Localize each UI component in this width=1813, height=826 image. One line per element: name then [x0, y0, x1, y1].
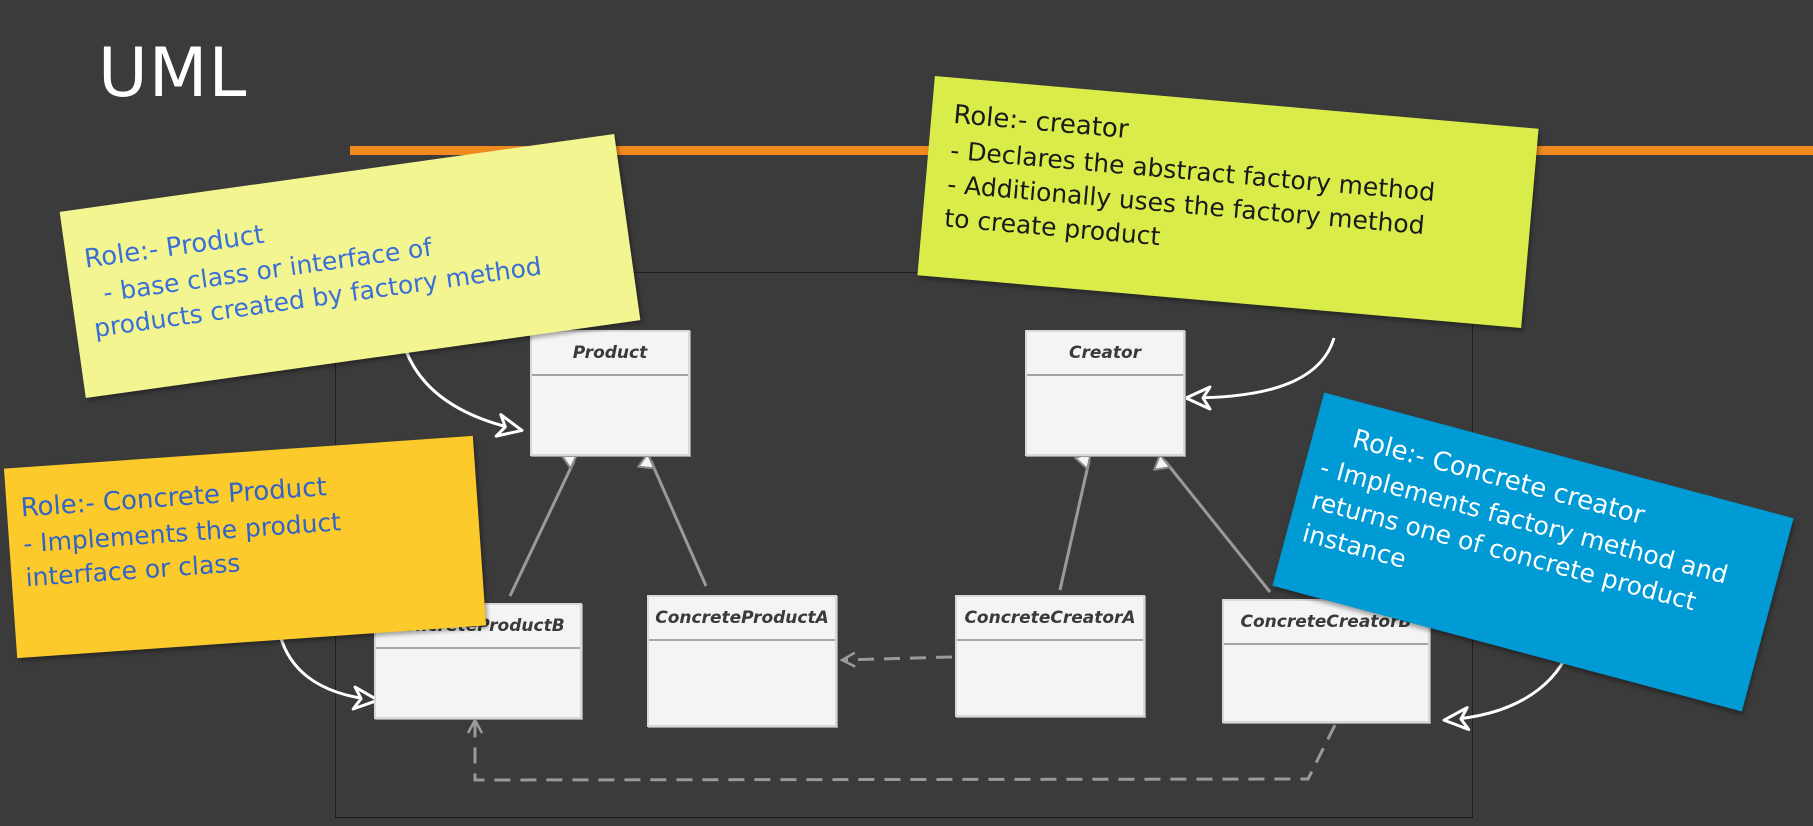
- class-name: ConcreteCreatorA: [957, 597, 1143, 641]
- note-concrete-product: Role:- Concrete Product - Implements the…: [3, 435, 487, 659]
- class-product[interactable]: Product: [530, 330, 690, 456]
- inherit-arrow-creator-b: [1165, 461, 1272, 593]
- create-arrow-a: [839, 651, 953, 668]
- callout-creator: [1184, 337, 1336, 411]
- class-name: ConcreteCreatorB: [1224, 601, 1428, 645]
- class-concrete-product-a[interactable]: ConcreteProductA: [647, 595, 837, 727]
- class-concrete-creator-a[interactable]: ConcreteCreatorA: [955, 595, 1145, 717]
- inherit-arrow-creator-a: [1058, 461, 1089, 591]
- inherit-arrow-product-a: [651, 461, 708, 587]
- class-concrete-creator-b[interactable]: ConcreteCreatorB: [1222, 599, 1430, 723]
- page-title: UML: [98, 34, 248, 113]
- class-creator[interactable]: Creator: [1025, 330, 1185, 456]
- class-name: ConcreteProductA: [649, 597, 835, 641]
- create-arrow-b: [466, 717, 1337, 782]
- class-name: Creator: [1027, 332, 1183, 376]
- class-name: Product: [532, 332, 688, 376]
- inherit-arrow-product-b: [508, 461, 574, 597]
